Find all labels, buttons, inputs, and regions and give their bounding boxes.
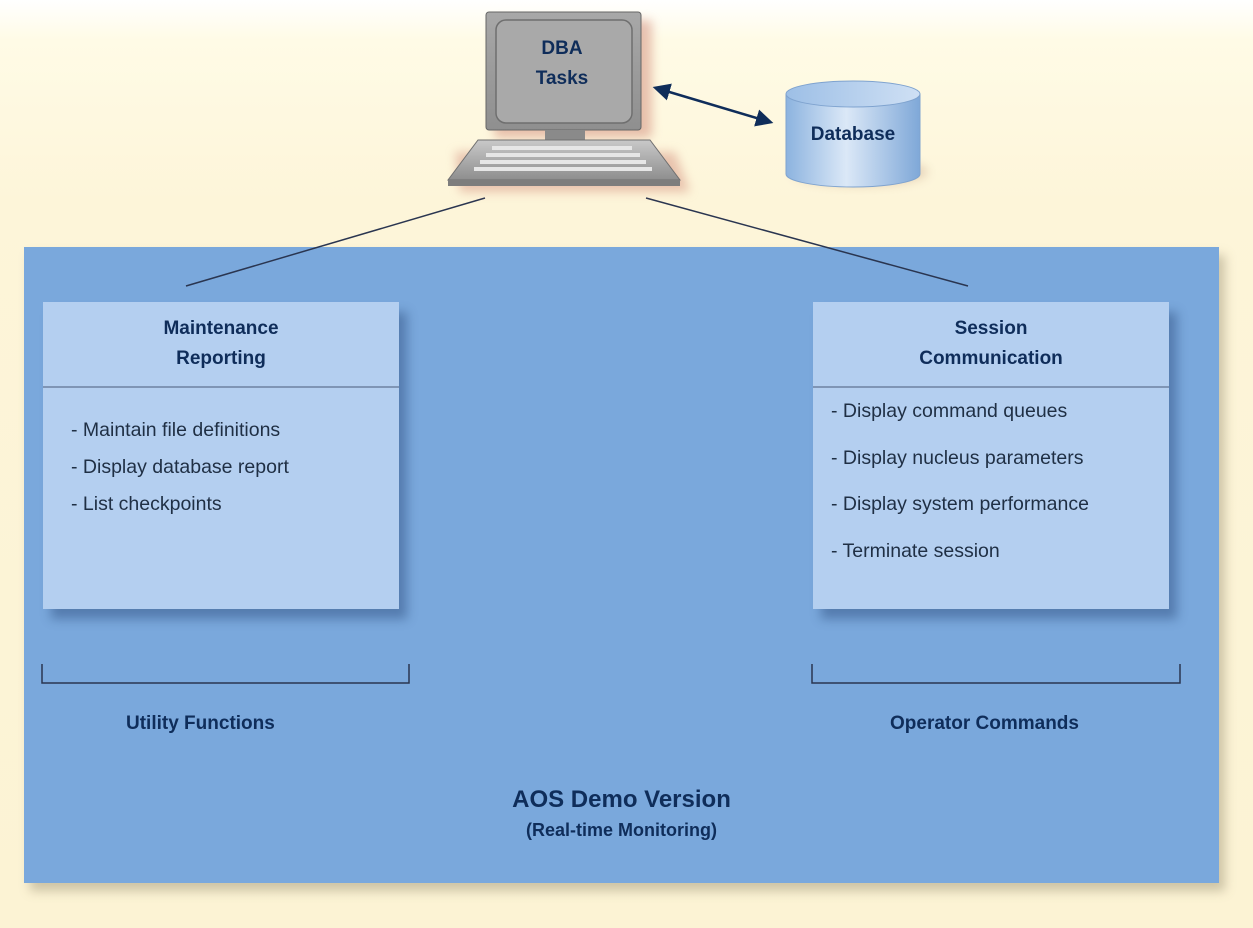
maintenance-card-header: Maintenance Reporting [43,302,399,388]
list-item: - Display command queues [831,400,1068,422]
session-communication-card: Session Communication - Display command … [813,302,1169,609]
session-title-line2: Communication [919,348,1063,369]
maintenance-function-list: - Maintain file definitions - Display da… [43,388,399,528]
list-item: - Display system performance [831,493,1089,515]
connector-line-left [185,197,486,287]
link-arrow [652,83,774,127]
maintenance-reporting-card: Maintenance Reporting - Maintain file de… [43,302,399,609]
computer-label-line1: DBA [541,38,583,59]
utility-bracket [41,664,410,684]
panel-subtitle: (Real-time Monitoring) [526,820,717,840]
panel-title: AOS Demo Version [512,786,731,813]
list-item: - List checkpoints [71,493,222,515]
computer-label: DBA Tasks [492,34,632,94]
computer-terminal-icon [447,11,690,192]
session-title-line1: Session [954,318,1028,339]
session-command-list: - Display command queues - Display nucle… [813,388,1169,584]
list-item: - Display nucleus parameters [831,446,1084,469]
utility-functions-label: Utility Functions [126,713,275,734]
connector-line-right [645,197,969,287]
maintenance-title-line2: Reporting [176,348,266,369]
operator-commands-label: Operator Commands [890,713,1079,734]
maintenance-title-line1: Maintenance [163,318,279,339]
computer-label-line2: Tasks [535,68,589,89]
list-item: - Display database report [71,456,289,478]
database-cylinder-icon [785,80,928,188]
list-item: - Terminate session [831,539,1000,562]
database-label: Database [810,124,896,145]
operator-bracket [811,664,1181,684]
list-item: - Maintain file definitions [71,419,281,441]
session-card-header: Session Communication [813,302,1169,388]
